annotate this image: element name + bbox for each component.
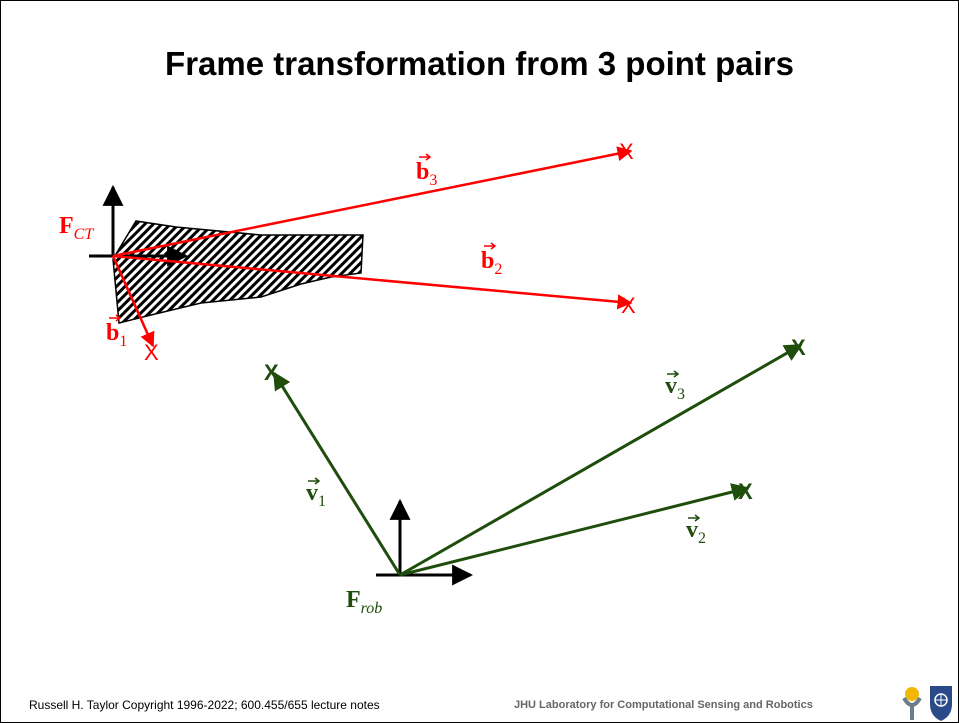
svg-text:v1: v1 <box>306 480 326 510</box>
footer-copyright: Russell H. Taylor Copyright 1996-2022; 6… <box>29 698 380 712</box>
vector-b1 <box>111 255 155 348</box>
footer-lab-name: JHU Laboratory for Computational Sensing… <box>514 699 813 711</box>
svg-text:b1: b1 <box>106 320 127 350</box>
x-marker-v1: X <box>264 360 279 385</box>
x-marker-b1: X <box>144 340 159 365</box>
label-v1: v1 <box>306 477 326 510</box>
label-b1: b1 <box>106 314 127 350</box>
x-marker-b2: X <box>621 293 636 318</box>
svg-text:v3: v3 <box>665 373 685 403</box>
vector-b2 <box>112 254 633 310</box>
svg-text:b3: b3 <box>416 159 437 189</box>
x-marker-b3: X <box>619 139 634 164</box>
svg-text:b2: b2 <box>481 248 502 278</box>
label-v2: v2 <box>686 514 706 547</box>
hatched-object <box>112 220 364 324</box>
slide-title: Frame transformation from 3 point pairs <box>165 45 794 82</box>
vector-v3 <box>399 343 803 577</box>
x-marker-v3: X <box>791 335 806 360</box>
vector-b3 <box>112 146 633 258</box>
label-v3: v3 <box>665 370 685 403</box>
ct-frame-label: FCT <box>59 213 94 243</box>
label-b2: b2 <box>481 242 502 278</box>
x-marker-v2: X <box>738 479 753 504</box>
label-b3: b3 <box>416 153 437 189</box>
vector-v2 <box>399 483 750 577</box>
rob-frame-label: Frob <box>346 587 382 617</box>
frame-transformation-diagram: X X X FCT b3 b2 b1 <box>59 139 806 617</box>
vector-v1 <box>272 371 402 576</box>
jhu-lab-logo-icon <box>902 686 952 721</box>
svg-text:v2: v2 <box>686 517 706 547</box>
